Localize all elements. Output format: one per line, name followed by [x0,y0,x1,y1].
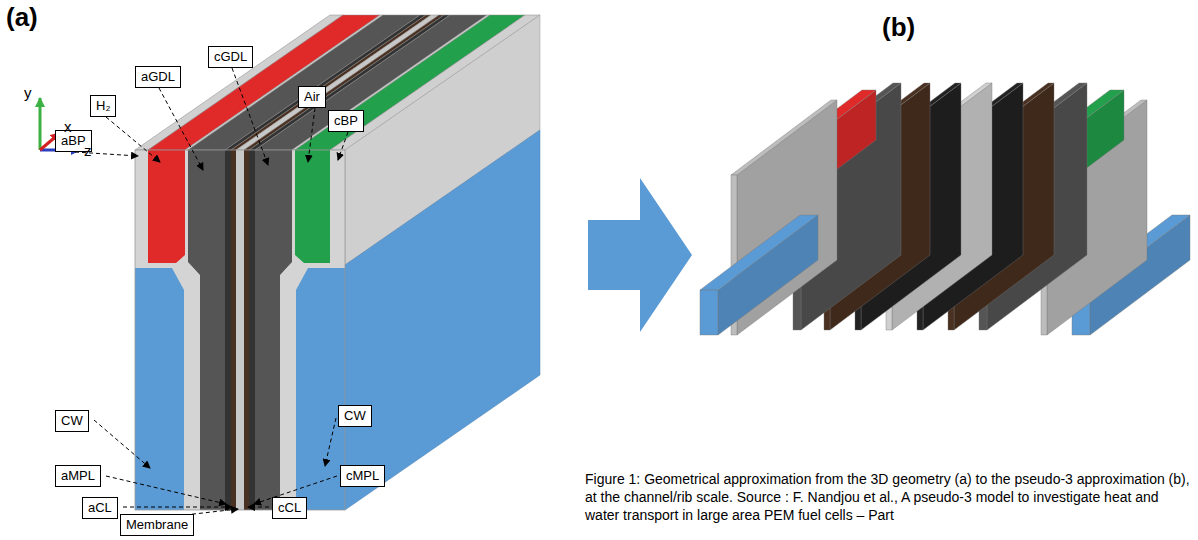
callout-box: CW [55,410,89,432]
panel-label: (a) [6,2,38,33]
callout-text: aBP [61,133,86,148]
panel-label: (b) [882,12,915,43]
callout-text: aGDL [141,69,175,84]
callout-text: cCL [278,500,301,515]
figure-caption: Figure 1: Geometrical approximation from… [585,470,1193,524]
callout-box: aMPL [55,465,101,487]
exploded-plates [700,83,1190,335]
callout-box: Air [298,86,326,108]
leader-lines [75,68,348,515]
plate-face [700,215,818,290]
plate-face [731,100,837,175]
axis-label: y [24,84,32,101]
callout-box: cMPL [340,465,385,487]
callout-text: Air [304,89,320,104]
callout-text: cBP [334,113,358,128]
callout-text: CW [344,408,366,423]
transform-arrow [588,178,692,332]
cell-front-face [135,150,345,510]
axis-label: x [64,118,72,135]
callout-box: aCL [82,497,118,519]
callout-box: H₂ [90,95,116,117]
callout-text: aMPL [61,468,95,483]
axis-label: z [84,142,92,159]
plate-face [700,290,718,335]
callout-box: cBP [328,110,364,132]
callout-text: cMPL [346,468,379,483]
callout-box: aGDL [135,66,181,88]
cell-right-face [345,15,540,510]
callout-text: CW [61,413,83,428]
callout-text: cGDL [214,49,247,64]
callout-box: cCL [272,497,307,519]
callout-text: aCL [88,500,112,515]
callout-box: cGDL [208,46,253,68]
callout-text: H₂ [96,98,110,113]
callout-text: Membrane [126,517,188,532]
callout-box: Membrane [120,514,194,536]
callout-box: CW [338,405,372,427]
